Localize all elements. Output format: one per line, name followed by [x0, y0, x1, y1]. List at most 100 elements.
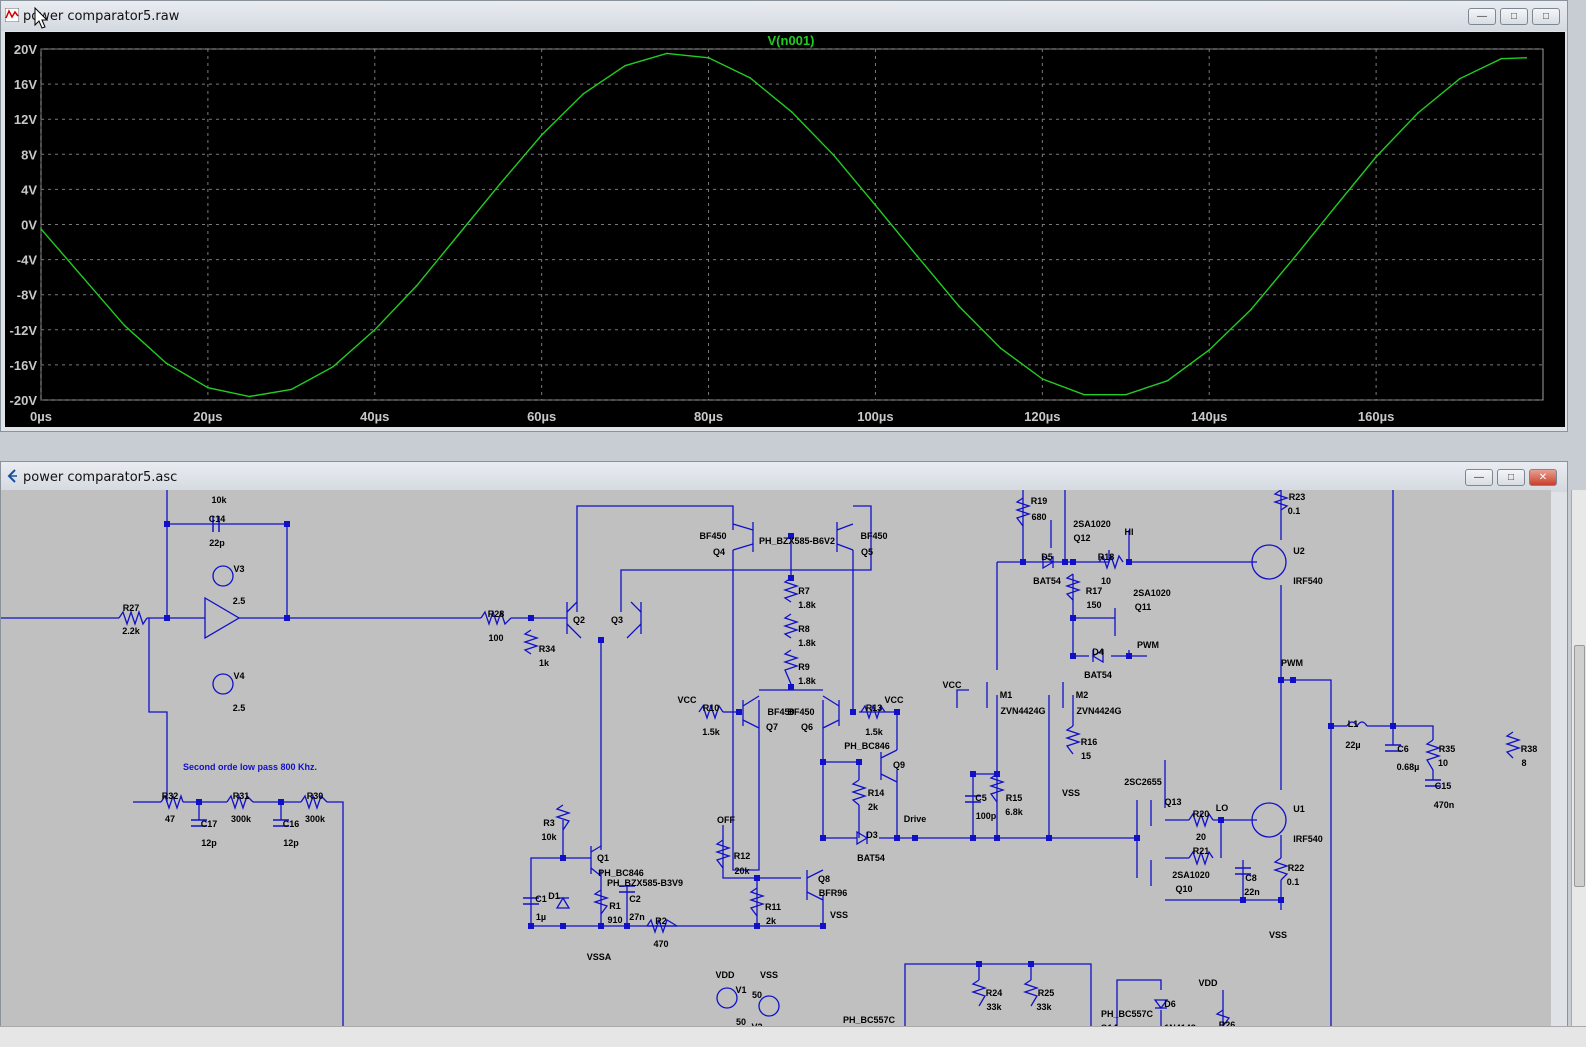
component-label[interactable]: PH_BZX585-B3V9 [607, 878, 683, 888]
component-label[interactable]: Q6 [801, 722, 813, 732]
component-label[interactable]: 2SA1020 [1133, 588, 1171, 598]
component-label[interactable]: 300k [231, 814, 252, 824]
component-label[interactable]: 2.2k [122, 626, 141, 636]
component-label[interactable]: ZVN4424G [1076, 706, 1121, 716]
minimize-button[interactable]: — [1465, 469, 1493, 486]
component-label[interactable]: BF450 [767, 707, 794, 717]
component-label[interactable]: C14 [209, 514, 226, 524]
component-label[interactable]: R10 [703, 703, 720, 713]
component-label[interactable]: 2k [868, 802, 879, 812]
component-label[interactable]: IRF540 [1293, 834, 1323, 844]
component-label[interactable]: 12p [201, 838, 217, 848]
component-label[interactable]: Q5 [861, 547, 873, 557]
component-label[interactable]: Q9 [893, 760, 905, 770]
component-label[interactable]: 150 [1086, 600, 1101, 610]
component-label[interactable]: VSS [760, 970, 778, 980]
component-label[interactable]: 27n [629, 912, 645, 922]
component-label[interactable]: C6 [1397, 744, 1409, 754]
component-label[interactable]: 22n [1244, 887, 1260, 897]
component-label[interactable]: 2SA1020 [1073, 519, 1111, 529]
component-label[interactable]: BAT54 [1084, 670, 1112, 680]
component-label[interactable]: R9 [798, 662, 810, 672]
component-label[interactable]: Q4 [713, 547, 725, 557]
component-label[interactable]: R1 [609, 901, 621, 911]
component-label[interactable]: 1µ [536, 912, 546, 922]
close-button[interactable]: □ [1532, 8, 1560, 25]
component-label[interactable]: PH_BZX585-B6V2 [759, 536, 835, 546]
maximize-button[interactable]: □ [1500, 8, 1528, 25]
component-label[interactable]: 100p [976, 811, 997, 821]
component-label[interactable]: R11 [765, 902, 781, 912]
component-label[interactable]: PWM [1281, 658, 1303, 668]
component-label[interactable]: C1 [535, 894, 547, 904]
component-label[interactable]: 10k [211, 495, 227, 505]
component-label[interactable]: BF450 [699, 531, 726, 541]
component-label[interactable]: PH_BC557C [1101, 1009, 1154, 1019]
component-label[interactable]: 10 [1101, 576, 1111, 586]
component-label[interactable]: C15 [1435, 781, 1452, 791]
component-label[interactable]: 10 [1438, 758, 1448, 768]
component-label[interactable]: R18 [1098, 552, 1115, 562]
component-label[interactable]: D1 [548, 891, 560, 901]
component-label[interactable]: OFF [717, 815, 735, 825]
component-label[interactable]: R35 [1439, 744, 1456, 754]
component-label[interactable]: R8 [798, 624, 810, 634]
component-label[interactable]: Drive [904, 814, 927, 824]
component-label[interactable]: VSS [1062, 788, 1080, 798]
component-label[interactable]: Q12 [1073, 533, 1090, 543]
component-label[interactable]: M1 [1000, 690, 1013, 700]
component-label[interactable]: 680 [1031, 512, 1046, 522]
component-label[interactable]: BF450 [787, 707, 814, 717]
component-label[interactable]: 2.5 [233, 703, 246, 713]
maximize-button[interactable]: □ [1497, 469, 1525, 486]
component-label[interactable]: U2 [1293, 546, 1305, 556]
component-label[interactable]: V1 [735, 985, 746, 995]
component-label[interactable]: 10k [541, 832, 557, 842]
component-label[interactable]: R21 [1193, 846, 1210, 856]
component-label[interactable]: Q7 [766, 722, 778, 732]
component-label[interactable]: 22µ [1345, 740, 1360, 750]
component-label[interactable]: PH_BC557C [843, 1015, 896, 1025]
component-label[interactable]: Q14 [1100, 1023, 1117, 1026]
component-label[interactable]: VSSA [587, 952, 612, 962]
component-label[interactable]: 100 [488, 633, 503, 643]
component-label[interactable]: 50 [736, 1017, 746, 1026]
component-label[interactable]: 2SC2655 [1124, 777, 1162, 787]
component-label[interactable]: R12 [734, 851, 751, 861]
component-label[interactable]: 8 [1521, 758, 1526, 768]
waveform-chart[interactable]: V(n001) 20V16V12V8V4V0V-4V-8V-12V-16V-20… [5, 32, 1565, 427]
component-label[interactable]: 300k [305, 814, 326, 824]
component-label[interactable]: 50 [752, 990, 762, 1000]
component-label[interactable]: LO [1216, 803, 1229, 813]
component-label[interactable]: VCC [677, 695, 697, 705]
component-label[interactable]: BAT54 [857, 853, 885, 863]
component-label[interactable]: Q2 [573, 615, 585, 625]
component-label[interactable]: 22p [209, 538, 225, 548]
component-label[interactable]: U1 [1293, 804, 1305, 814]
component-label[interactable]: VSS [1269, 930, 1287, 940]
component-label[interactable]: Q11 [1135, 602, 1152, 612]
component-label[interactable]: 1.8k [798, 600, 817, 610]
component-label[interactable]: BAT54 [1033, 576, 1061, 586]
minimize-button[interactable]: — [1468, 8, 1496, 25]
component-label[interactable]: C8 [1245, 873, 1257, 883]
component-label[interactable]: ZVN4424G [1000, 706, 1045, 716]
close-button[interactable]: ✕ [1529, 469, 1557, 486]
component-label[interactable]: VDD [715, 970, 735, 980]
component-label[interactable]: 1N4148 [1164, 1023, 1196, 1026]
scrollbar-thumb[interactable] [1574, 645, 1585, 887]
component-label[interactable]: R14 [868, 788, 885, 798]
component-label[interactable]: C2 [629, 894, 641, 904]
trace-title[interactable]: V(n001) [768, 33, 815, 48]
component-label[interactable]: Q8 [818, 874, 830, 884]
component-label[interactable]: R2 [655, 916, 667, 926]
component-label[interactable]: 2SA1020 [1172, 870, 1210, 880]
component-label[interactable]: 15 [1081, 751, 1091, 761]
component-label[interactable]: R28 [488, 609, 505, 619]
schematic-vertical-scrollbar[interactable] [1571, 490, 1586, 1026]
component-label[interactable]: C16 [283, 819, 300, 829]
component-label[interactable]: VDD [1198, 978, 1218, 988]
component-label[interactable]: 1.8k [798, 676, 817, 686]
component-label[interactable]: 2k [766, 916, 777, 926]
